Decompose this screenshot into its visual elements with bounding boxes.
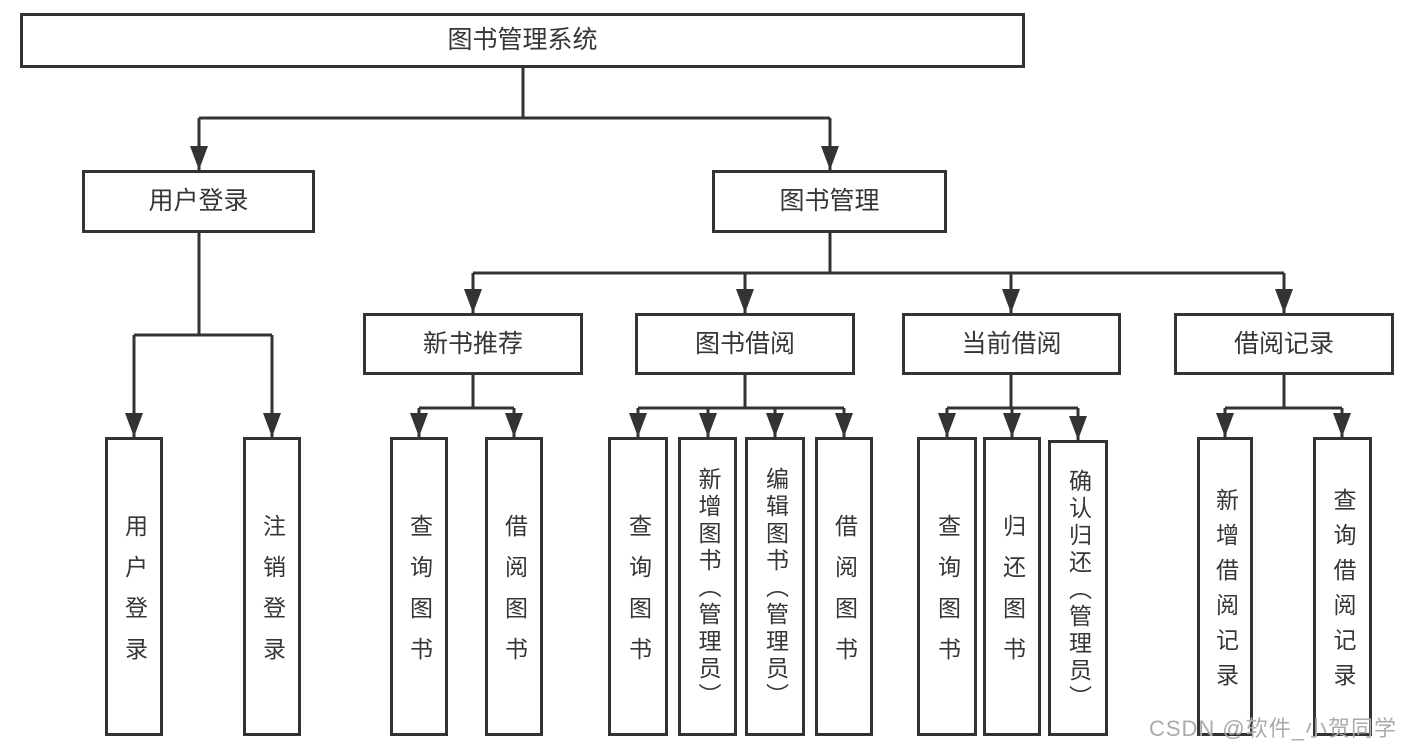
node-leaf-query-books-rec: 查询图书 — [390, 437, 448, 736]
node-leaf-return-books: 归还图书 — [983, 437, 1041, 736]
connector-borrow-bus — [638, 375, 844, 410]
node-leaf-borrow-books: 借阅图书 — [815, 437, 873, 736]
connector-root-bus — [199, 68, 830, 120]
connector-group — [125, 68, 1351, 440]
node-leaf-query-books-borrow: 查询图书 — [608, 437, 668, 736]
node-leaf-confirm-return-admin: 确认归还（管理员） — [1048, 440, 1108, 736]
node-book-management: 图书管理 — [712, 170, 947, 233]
connector-rec-bus — [419, 375, 514, 410]
node-leaf-user-login: 用户登录 — [105, 437, 163, 736]
node-leaf-borrow-books-rec: 借阅图书 — [485, 437, 543, 736]
node-book-borrow: 图书借阅 — [635, 313, 855, 375]
node-root-system: 图书管理系统 — [20, 13, 1025, 68]
node-current-borrow: 当前借阅 — [902, 313, 1121, 375]
node-leaf-add-borrow-record: 新增借阅记录 — [1197, 437, 1253, 736]
node-user-login: 用户登录 — [82, 170, 315, 233]
connector-records-bus — [1225, 375, 1342, 410]
connector-current-bus — [947, 375, 1078, 410]
node-new-book-recommend: 新书推荐 — [363, 313, 583, 375]
node-leaf-query-borrow-record: 查询借阅记录 — [1313, 437, 1372, 736]
node-leaf-add-books-admin: 新增图书（管理员） — [678, 437, 737, 736]
node-leaf-logout: 注销登录 — [243, 437, 301, 736]
connector-mgmt-bus — [473, 233, 1284, 275]
connector-login-bus — [134, 233, 272, 337]
node-leaf-query-books-current: 查询图书 — [917, 437, 977, 736]
node-leaf-edit-books-admin: 编辑图书（管理员） — [745, 437, 805, 736]
node-borrow-records: 借阅记录 — [1174, 313, 1394, 375]
